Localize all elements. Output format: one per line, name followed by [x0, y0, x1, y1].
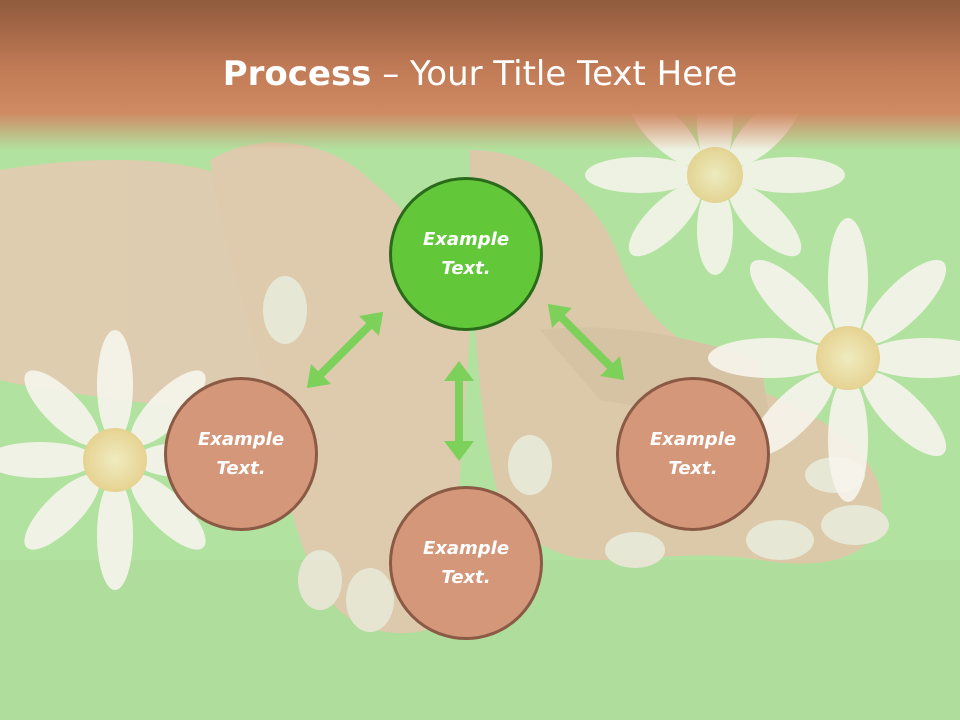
title-rest: – Your Title Text Here	[371, 54, 738, 94]
process-node-left[interactable]: Example Text.	[164, 377, 318, 531]
daisy-flower-right	[708, 218, 960, 502]
node-left-label: Example Text.	[197, 429, 285, 479]
title-bold: Process	[222, 54, 372, 94]
process-node-bottom[interactable]: Example Text.	[389, 486, 543, 640]
process-node-top[interactable]: Example Text.	[389, 177, 543, 331]
double-arrow-vertical-icon	[444, 361, 474, 461]
node-bottom-label: Example Text.	[422, 538, 510, 588]
slide-title: Process – Your Title Text Here	[0, 52, 960, 96]
title-banner	[0, 0, 960, 150]
node-right-label: Example Text.	[649, 429, 737, 479]
double-arrow-right-icon	[547, 303, 625, 381]
node-top-label: Example Text.	[422, 229, 510, 279]
double-arrow-left-icon	[306, 311, 384, 389]
process-node-right[interactable]: Example Text.	[616, 377, 770, 531]
